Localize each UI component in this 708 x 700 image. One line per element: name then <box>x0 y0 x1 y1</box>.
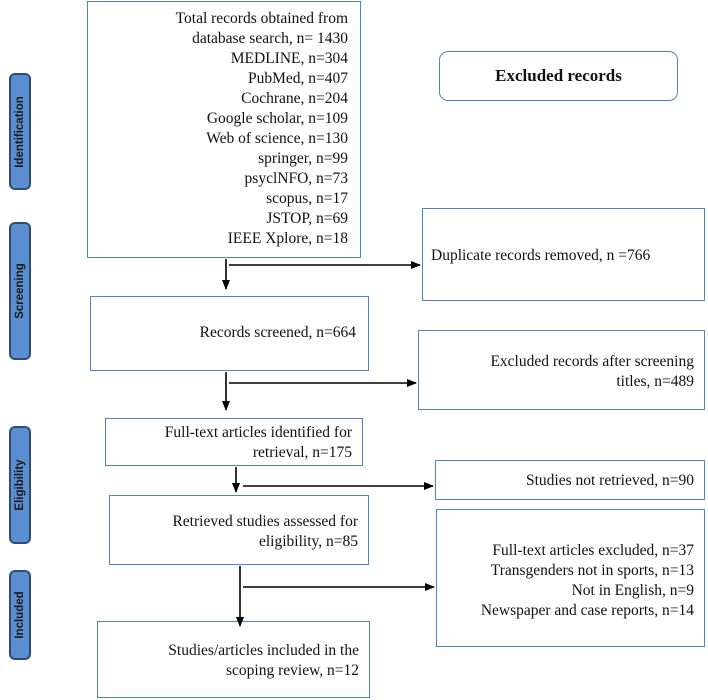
included-studies-line: Studies/articles included in the <box>168 642 359 659</box>
excluded-records-header-text: Excluded records <box>495 66 622 85</box>
records-screened-box: Records screened, n=664 <box>90 296 369 371</box>
stage-identification: Identification <box>9 73 31 190</box>
identification-line: JSTOP, n=69 <box>266 210 348 227</box>
identification-line: IEEE Xplore, n=18 <box>227 230 348 247</box>
identification-box: Total records obtained from database sea… <box>87 1 361 258</box>
identification-line: psyclNFO, n=73 <box>244 170 348 187</box>
fulltext-excluded-line: Newspaper and case reports, n=14 <box>480 602 694 619</box>
identification-line: Google scholar, n=109 <box>206 110 348 127</box>
stage-eligibility: Eligibility <box>9 426 31 544</box>
fulltext-excluded-box: Full-text articles excluded, n=37 Transg… <box>436 509 705 647</box>
included-studies-line: scoping review, n=12 <box>226 662 359 679</box>
identification-line: PubMed, n=407 <box>247 70 348 87</box>
stage-screening: Screening <box>9 222 31 360</box>
fulltext-identified-box: Full-text articles identified for retrie… <box>105 418 363 466</box>
not-retrieved-text: Studies not retrieved, n=90 <box>525 472 694 489</box>
identification-line: scopus, n=17 <box>266 190 348 207</box>
duplicates-removed-box: Duplicate records removed, n =766 <box>422 208 705 301</box>
included-studies-box: Studies/articles included in the scoping… <box>97 621 370 698</box>
assessed-line: Retrieved studies assessed for <box>172 513 358 530</box>
excluded-records-header: Excluded records <box>439 51 678 101</box>
excluded-screening-box: Excluded records after screening titles,… <box>418 330 705 410</box>
fulltext-excluded-line: Full-text articles excluded, n=37 <box>492 542 694 559</box>
duplicates-removed-text: Duplicate records removed, n =766 <box>431 247 651 264</box>
assessed-line: eligibility, n=85 <box>258 533 358 550</box>
identification-line: Total records obtained from <box>175 10 348 27</box>
stage-included: Included <box>9 570 31 660</box>
excluded-screening-line: titles, n=489 <box>616 373 694 390</box>
identification-line: Web of science, n=130 <box>206 130 348 147</box>
identification-line: Cochrane, n=204 <box>241 90 348 107</box>
identification-line: database search, n= 1430 <box>192 30 348 47</box>
fulltext-excluded-line: Not in English, n=9 <box>571 582 694 599</box>
excluded-screening-line: Excluded records after screening <box>490 353 694 370</box>
identification-line: MEDLINE, n=304 <box>230 50 348 67</box>
identification-line: springer, n=99 <box>258 150 348 167</box>
fulltext-identified-line: retrieval, n=175 <box>252 444 352 461</box>
not-retrieved-box: Studies not retrieved, n=90 <box>435 460 705 500</box>
fulltext-identified-line: Full-text articles identified for <box>164 424 352 441</box>
fulltext-excluded-line: Transgenders not in sports, n=13 <box>490 562 694 579</box>
records-screened-text: Records screened, n=664 <box>199 324 356 341</box>
assessed-box: Retrieved studies assessed for eligibili… <box>109 495 369 565</box>
